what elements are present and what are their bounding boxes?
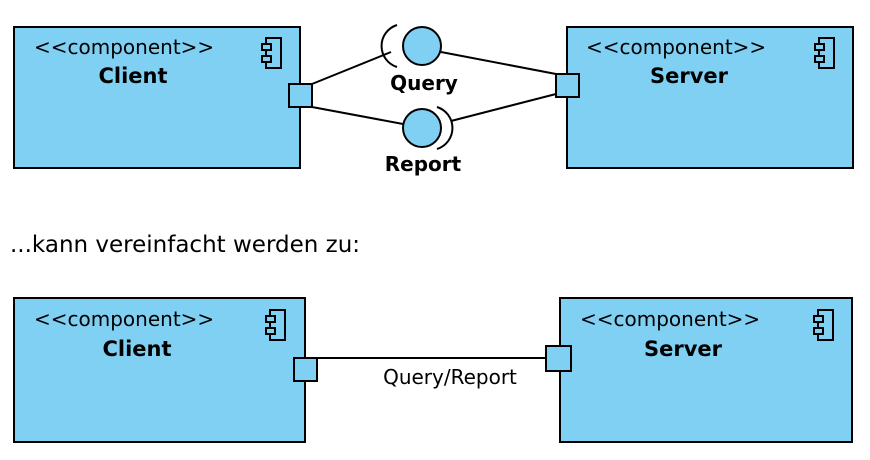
server-component-box xyxy=(559,297,853,443)
server-port xyxy=(555,73,580,98)
component-icon xyxy=(813,309,834,341)
server-name: Server xyxy=(644,337,723,361)
component-icon xyxy=(814,37,835,69)
client-name: Client xyxy=(102,337,171,361)
client-component-box xyxy=(13,26,301,169)
server-name: Server xyxy=(650,64,729,88)
report-ball xyxy=(402,108,442,148)
client-component-box xyxy=(13,297,306,443)
client-port xyxy=(288,83,313,108)
report-label: Report xyxy=(385,152,462,176)
server-stereotype: <<component>> xyxy=(580,307,760,331)
client-stereotype: <<component>> xyxy=(34,35,214,59)
client-report-line xyxy=(311,106,404,125)
caption-text: ...kann vereinfacht werden zu: xyxy=(10,232,361,258)
client-stereotype: <<component>> xyxy=(34,307,214,331)
query-label: Query xyxy=(390,71,458,95)
component-icon xyxy=(265,309,286,341)
client-query-line xyxy=(311,51,392,85)
query-ball xyxy=(402,26,442,66)
client-name: Client xyxy=(98,64,167,88)
client-port xyxy=(293,357,318,382)
report-socket xyxy=(436,106,454,150)
query-server-line xyxy=(440,51,557,75)
component-icon xyxy=(261,37,282,69)
connector-label: Query/Report xyxy=(383,365,517,389)
report-server-line xyxy=(450,93,557,122)
server-port xyxy=(545,345,572,372)
query-socket xyxy=(380,24,398,68)
server-stereotype: <<component>> xyxy=(586,35,766,59)
